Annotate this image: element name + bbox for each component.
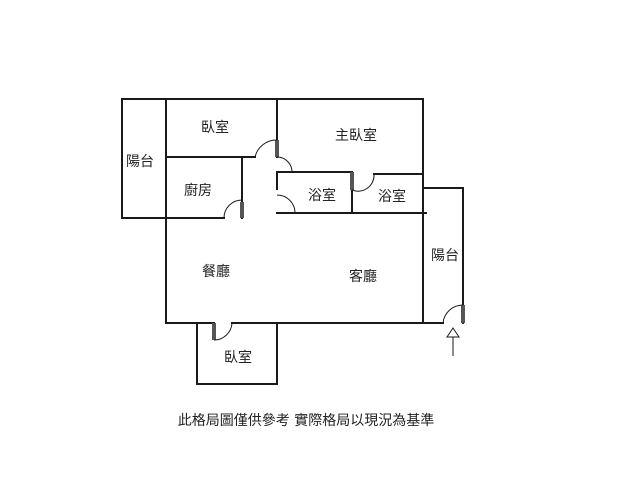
room-living: 客廳 xyxy=(349,268,377,285)
door-arcs xyxy=(213,139,464,341)
room-bedroom-top: 臥室 xyxy=(201,119,229,136)
entrance-arrow-icon xyxy=(446,327,460,356)
walls xyxy=(121,98,465,385)
room-bathroom-1: 浴室 xyxy=(308,187,336,204)
room-dining: 餐廳 xyxy=(202,263,230,280)
room-balcony-right: 陽台 xyxy=(431,248,459,264)
room-bathroom-2: 浴室 xyxy=(378,188,406,205)
room-kitchen: 廚房 xyxy=(184,182,212,199)
room-balcony-left: 陽台 xyxy=(126,154,154,170)
disclaimer-caption: 此格局圖僅供參考 實際格局以現況為基準 xyxy=(178,412,434,429)
room-master-bedroom: 主臥室 xyxy=(335,127,377,144)
room-bedroom-bottom: 臥室 xyxy=(224,349,252,366)
